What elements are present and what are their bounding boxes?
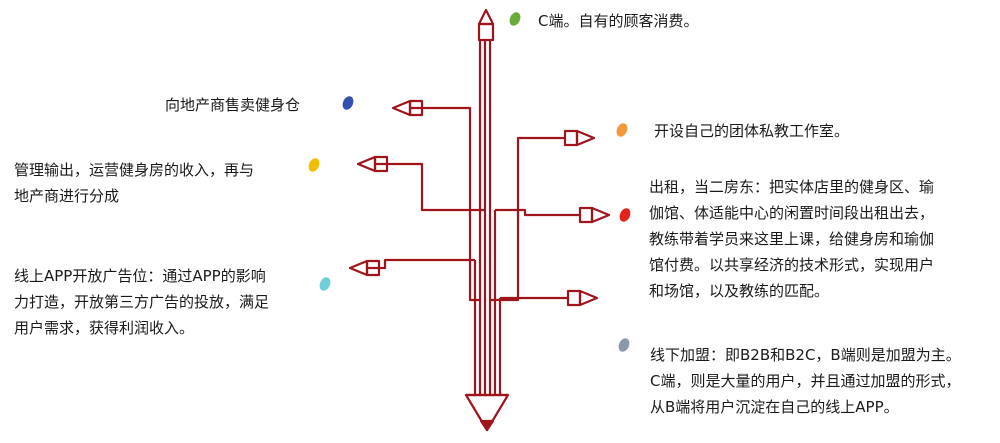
label-online-app: 线上APP开放广告位：通过APP的影响 力打造，开放第三方广告的投放，满足 用户… xyxy=(14,263,269,341)
label-studio: 开设自己的团体私教工作室。 xyxy=(654,122,850,140)
label-rental: 出租，当二房东：把实体店里的健身区、瑜 伽馆、体适能中心的闲置时间段出租出去， … xyxy=(649,174,934,304)
rental-line-5: 和场馆，以及教练的匹配。 xyxy=(649,282,830,300)
online-app-line-1: 线上APP开放广告位：通过APP的影响 xyxy=(14,267,266,285)
online-app-line-2: 力打造，开放第三方广告的投放，满足 xyxy=(14,293,270,311)
rental-line-4: 馆付费。以共享经济的技术形式，实现用户 xyxy=(649,256,935,274)
rental-line-1: 出租，当二房东：把实体店里的健身区、瑜 xyxy=(649,178,935,196)
branch-franchise xyxy=(500,289,599,307)
label-real-estate: 向地产商售卖健身仓 xyxy=(165,96,301,114)
branch-studio xyxy=(490,129,596,302)
franchise-line-2: C端，则是大量的用户，并且通过加盟的形式， xyxy=(650,372,961,390)
pencil-trunk xyxy=(464,40,510,432)
franchise-line-3: 从B端将用户沉淀在自己的线上APP。 xyxy=(650,398,899,416)
branch-rental xyxy=(495,206,611,224)
label-c-end: C端。自有的顾客消费。 xyxy=(538,12,699,30)
branch-management xyxy=(356,155,485,212)
label-management: 管理输出，运营健身房的收入，再与 地产商进行分成 xyxy=(14,157,254,209)
online-app-line-3: 用户需求，获得利润收入。 xyxy=(14,319,195,337)
management-line-1: 管理输出，运营健身房的收入，再与 xyxy=(14,161,255,179)
pencil-top xyxy=(477,8,495,42)
branch-online-app xyxy=(348,258,475,277)
rental-line-2: 伽馆、体适能中心的闲置时间段出租出去， xyxy=(649,204,935,222)
franchise-line-1: 线下加盟：即B2B和B2C，B端则是加盟为主。 xyxy=(650,346,961,364)
label-franchise: 线下加盟：即B2B和B2C，B端则是加盟为主。 C端，则是大量的用户，并且通过加… xyxy=(650,342,961,420)
rental-line-3: 教练带着学员来这里上课，给健身房和瑜伽 xyxy=(649,230,935,248)
management-line-2: 地产商进行分成 xyxy=(14,187,120,205)
branch-real-estate xyxy=(391,99,480,302)
